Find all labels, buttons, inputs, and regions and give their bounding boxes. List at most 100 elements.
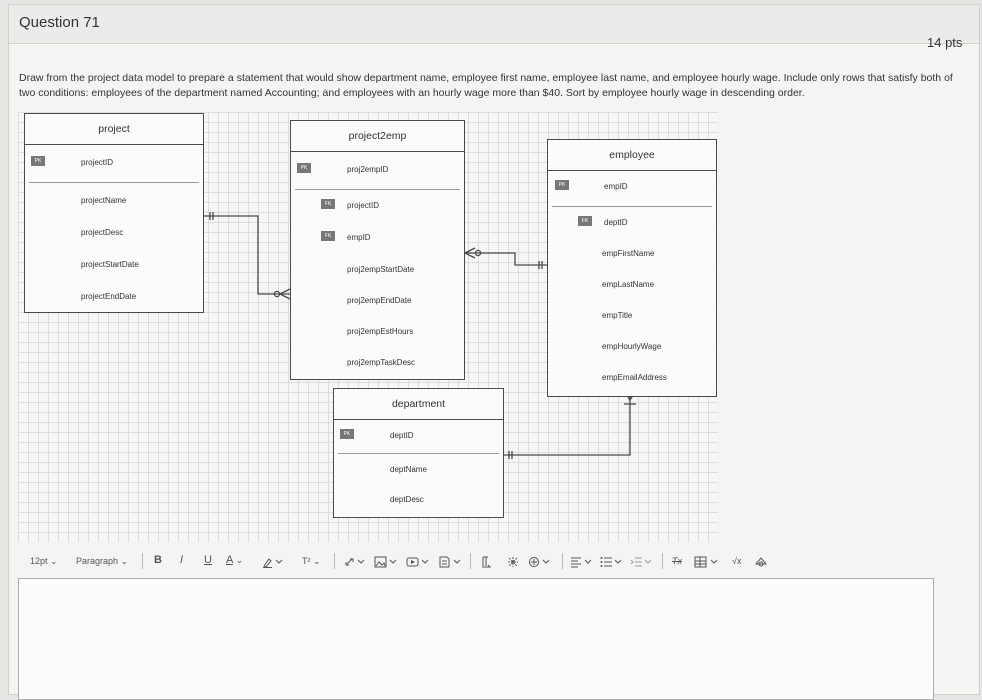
erd-diagram: project PK projectID projectName project…	[18, 112, 718, 542]
text-color-letter: A	[226, 554, 233, 566]
fk-badge: FK	[321, 199, 335, 209]
attribute: deptName	[390, 465, 427, 474]
italic-button[interactable]: I	[180, 554, 184, 566]
pk-badge: PK	[340, 429, 354, 439]
highlight-button[interactable]	[262, 556, 284, 570]
superscript-label: T²	[302, 556, 311, 566]
math-button[interactable]: √x	[732, 556, 742, 566]
document-button[interactable]	[438, 556, 462, 570]
chevron-down-icon: ⌄	[313, 556, 321, 566]
embed-button[interactable]	[754, 556, 768, 570]
editor-toolbar: 12pt ⌄ Paragraph ⌄ B I U A ⌄ T² ⌄	[18, 550, 936, 574]
table-icon	[694, 556, 718, 568]
plugins-icon	[529, 557, 550, 567]
toolbar-divider	[334, 553, 335, 569]
attribute: deptDesc	[390, 495, 424, 504]
entity-project2emp: project2emp PK proj2empID FK projectID F…	[290, 120, 465, 380]
bold-button[interactable]: B	[154, 554, 162, 566]
pk-attribute: deptID	[390, 431, 414, 440]
fk-attribute: empID	[347, 233, 371, 242]
media-button[interactable]	[406, 556, 430, 570]
block-format-select[interactable]: Paragraph ⌄	[76, 556, 128, 567]
embed-icon	[754, 557, 768, 567]
pk-badge: PK	[297, 163, 311, 173]
chevron-down-icon: ⌄	[235, 555, 244, 565]
prompt-line-1: Draw from the project data model to prep…	[19, 72, 953, 84]
attribute: proj2empTaskDesc	[347, 358, 416, 367]
font-size-value: 12pt	[30, 556, 48, 566]
relationship-project2emp-employee	[465, 252, 547, 266]
entity-title: project	[25, 114, 203, 145]
pk-badge: PK	[31, 156, 45, 166]
pk-attribute: empID	[604, 182, 628, 191]
attribute: empLastName	[602, 280, 655, 289]
indent-button[interactable]	[630, 556, 654, 570]
image-button[interactable]	[374, 556, 398, 570]
image-icon	[374, 556, 397, 568]
key-separator	[29, 182, 199, 183]
link-button[interactable]	[344, 556, 366, 570]
plugins-icon	[508, 557, 518, 567]
text-color-button[interactable]: A ⌄	[226, 554, 243, 566]
toolbar-divider	[662, 553, 663, 569]
answer-editor[interactable]	[18, 578, 934, 700]
attribute: projectStartDate	[81, 260, 139, 269]
pk-attribute: proj2empID	[347, 165, 389, 174]
attribute: empHourlyWage	[602, 342, 662, 351]
plugins-menu-button[interactable]	[528, 556, 552, 570]
align-icon	[571, 557, 592, 568]
clear-format-button[interactable]: Tx	[672, 556, 682, 566]
attribute: proj2empEndDate	[347, 296, 412, 305]
attribute: empTitle	[602, 311, 633, 320]
block-format-value: Paragraph	[76, 556, 119, 566]
key-separator	[552, 206, 712, 207]
list-icon	[600, 557, 622, 567]
entity-project: project PK projectID projectName project…	[24, 113, 204, 313]
entity-employee: employee PK empID FK deptID empFirstName…	[547, 139, 717, 397]
chevron-down-icon: ⌄	[120, 556, 129, 566]
prompt-line-2: two conditions: employees of the departm…	[19, 87, 805, 99]
fk-attribute: projectID	[347, 201, 380, 210]
table-button[interactable]	[694, 556, 720, 570]
relationship-project-project2emp	[204, 215, 290, 295]
attribute: proj2empStartDate	[347, 265, 415, 274]
key-separator	[338, 453, 499, 454]
underline-button[interactable]: U	[204, 554, 212, 566]
attribute: proj2empEstHours	[347, 327, 414, 336]
attribute: projectDesc	[81, 228, 124, 237]
entity-title: project2emp	[291, 121, 464, 152]
question-title: Question 71	[19, 14, 100, 31]
media-icon	[406, 557, 429, 567]
align-button[interactable]	[570, 556, 594, 570]
font-size-select[interactable]: 12pt ⌄	[30, 556, 58, 567]
question-prompt: Draw from the project data model to prep…	[19, 71, 967, 101]
entity-title: employee	[548, 140, 716, 171]
entity-title: department	[334, 389, 503, 420]
indent-icon	[630, 557, 652, 567]
entity-department: department PK deptID deptName deptDesc	[333, 388, 504, 518]
toolbar-divider	[470, 553, 471, 569]
ltr-button[interactable]	[480, 556, 492, 570]
question-points: 14 pts	[927, 35, 963, 50]
relationship-department-employee	[504, 397, 631, 456]
plugins-button[interactable]	[506, 556, 520, 570]
key-separator	[295, 189, 460, 190]
pk-badge: PK	[555, 180, 569, 190]
fk-badge: FK	[578, 216, 592, 226]
toolbar-divider	[142, 553, 143, 569]
link-icon	[345, 558, 365, 566]
ltr-icon	[482, 556, 492, 568]
attribute: projectName	[81, 196, 127, 205]
list-button[interactable]	[600, 556, 624, 570]
pk-attribute: projectID	[81, 158, 114, 167]
attribute: empFirstName	[602, 249, 655, 258]
toolbar-divider	[562, 553, 563, 569]
attribute: empEmailAddress	[602, 373, 667, 382]
document-icon	[439, 556, 461, 568]
chevron-down-icon: ⌄	[50, 556, 58, 566]
superscript-button[interactable]: T² ⌄	[302, 556, 321, 567]
fk-attribute: deptID	[604, 218, 628, 227]
question-header: Question 71 14 pts	[9, 5, 979, 50]
fk-badge: FK	[321, 231, 335, 241]
highlighter-icon	[263, 558, 283, 568]
